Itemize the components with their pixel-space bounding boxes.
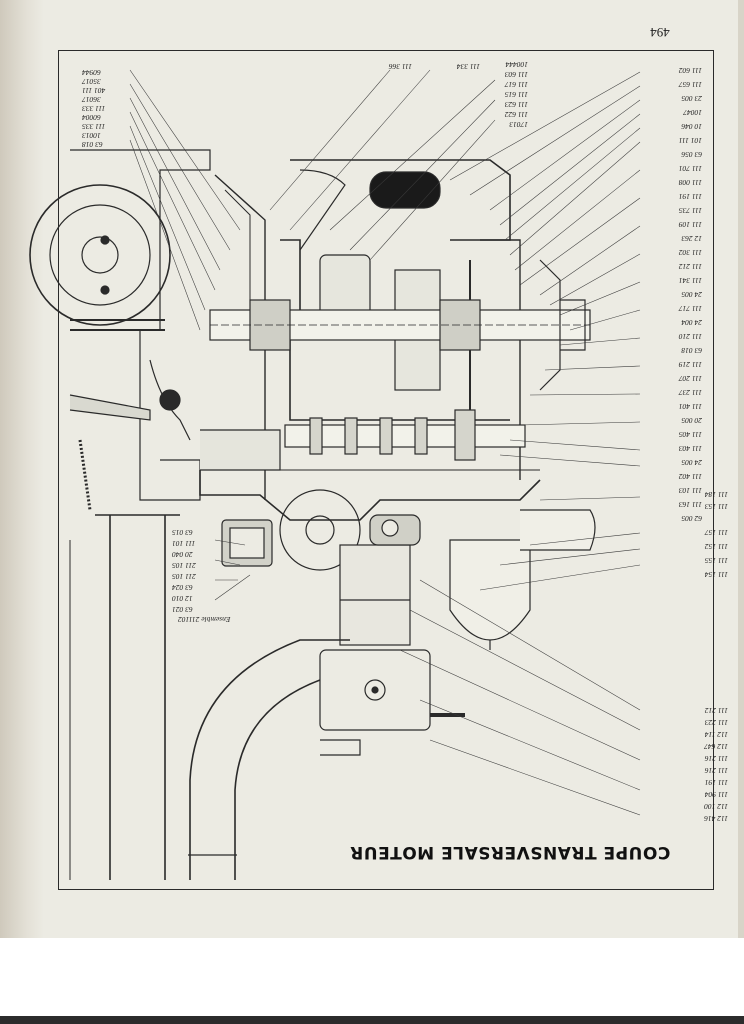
part-label-right: 20 005 xyxy=(681,416,702,425)
part-label-right-mid: 111 153 xyxy=(704,502,728,511)
part-label-right: 63 056 xyxy=(681,150,702,159)
camshaft-drawing xyxy=(200,409,526,471)
part-label-left: 60944 xyxy=(82,68,101,77)
part-label-top-mid: 17013 xyxy=(509,120,528,129)
crankshaft-drawing xyxy=(209,259,591,391)
part-label-right: 62 005 xyxy=(681,514,702,523)
part-label-mid: 63 015 xyxy=(172,528,193,537)
part-label-left: 36017 xyxy=(82,95,101,104)
part-label-right: 111 341 xyxy=(678,276,702,285)
part-label-right: 111 403 xyxy=(678,444,702,453)
part-label-mid: 63 024 xyxy=(172,583,193,592)
part-label-right: 10 046 xyxy=(681,122,702,131)
part-label-right: 111 008 xyxy=(678,178,702,187)
part-label-mid: 20 040 xyxy=(172,550,193,559)
part-label-right-low: 111 154 xyxy=(704,570,728,579)
part-label-right: 111 717 xyxy=(678,304,702,313)
part-label-right: 111 701 xyxy=(678,164,702,173)
part-label-right: 111 191 xyxy=(678,192,702,201)
part-label-right: 12 263 xyxy=(681,234,702,243)
part-label-right: 111 212 xyxy=(678,262,702,271)
part-label-right: 24 005 xyxy=(681,290,702,299)
part-label-left: 35017 xyxy=(82,77,101,86)
part-label-top-mid: 111 615 xyxy=(504,90,528,99)
part-label-right: 111 219 xyxy=(678,360,702,369)
part-label-left: 60004 xyxy=(82,113,101,122)
part-label-top-mid: 111 617 xyxy=(504,80,528,89)
part-label-bottom-right: 111 216 xyxy=(704,754,728,763)
part-label-mid: 63 021 xyxy=(172,605,193,614)
part-label-right: 111 210 xyxy=(678,332,702,341)
flywheel-drawing xyxy=(29,184,171,331)
part-label-right-low: 111 155 xyxy=(704,556,728,565)
part-label-left: 10013 xyxy=(82,131,101,140)
part-label-right: 101 111 xyxy=(678,136,702,145)
left-casing-drawing xyxy=(69,149,211,511)
part-label-right: 111 207 xyxy=(678,374,702,383)
part-label-bottom-right: 112 114 xyxy=(704,730,728,739)
part-label-right-mid: 111 184 xyxy=(704,490,728,499)
engine-cross-section-drawing xyxy=(29,69,641,880)
part-label-left: 63 018 xyxy=(82,140,103,149)
part-label-bottom-right: 112 416 xyxy=(704,814,728,823)
part-label-bottom-right: 111 904 xyxy=(704,790,728,799)
part-label-top-mid: 111 603 xyxy=(504,70,528,79)
part-label-bottom-right: 111 223 xyxy=(704,718,728,727)
part-label-right: 24 004 xyxy=(681,318,702,327)
part-label-mid: 12 010 xyxy=(172,594,193,603)
part-label-bottom-right: 111 216 xyxy=(704,766,728,775)
part-label-top: 111 334 xyxy=(456,62,480,71)
part-label-bottom-right: 112 100 xyxy=(704,802,728,811)
part-label-right-low: 111 152 xyxy=(704,542,728,551)
part-label-right: 111 735 xyxy=(678,206,702,215)
part-label-right: 111 109 xyxy=(678,220,702,229)
part-label-left: 111 335 xyxy=(82,122,106,131)
part-label-mid: 211 105 xyxy=(172,572,196,581)
part-label-right: 10047 xyxy=(683,108,702,117)
part-label-top: 111 366 xyxy=(388,62,412,71)
diagram-frame xyxy=(58,50,714,890)
oil-filter-drawing xyxy=(449,509,596,650)
scan-bottom-strip xyxy=(0,1016,744,1024)
part-label-mid: 211 105 xyxy=(172,561,196,570)
part-label-bottom-right: 112 647 xyxy=(704,742,728,751)
part-label-left: 401 111 xyxy=(82,86,106,95)
part-label-right-low: 111 157 xyxy=(704,528,728,537)
part-label-right: 111 405 xyxy=(678,430,702,439)
carburettor-drawing xyxy=(319,514,465,756)
part-label-right: 111 402 xyxy=(678,472,702,481)
part-label-right: 111 602 xyxy=(678,66,702,75)
part-label-right: 24 005 xyxy=(681,458,702,467)
diagram-caption: COUPE TRANSVERSALE MOTEUR xyxy=(349,842,671,862)
part-label-right: 111 237 xyxy=(678,388,702,397)
part-label-mid: 111 101 xyxy=(172,539,196,548)
part-label-bottom-right: 111 191 xyxy=(704,778,728,787)
ensemble-label: Ensemble 211102 xyxy=(178,615,231,624)
part-label-right: 111 657 xyxy=(678,80,702,89)
part-label-top-mid: 100444 xyxy=(505,60,529,69)
part-label-top-mid: 111 623 xyxy=(504,100,528,109)
leader-lines xyxy=(129,69,641,816)
part-label-top-mid: 111 622 xyxy=(504,110,528,119)
part-label-bottom-right: 111 212 xyxy=(704,706,728,715)
page-right-edge xyxy=(738,0,744,938)
page-binding-edge xyxy=(0,0,44,938)
part-label-right: 63 018 xyxy=(681,346,702,355)
part-label-right: 111 302 xyxy=(678,248,702,257)
part-label-right: 23 005 xyxy=(681,94,702,103)
part-label-right: 111 401 xyxy=(678,402,702,411)
part-label-left: 111 333 xyxy=(82,104,106,113)
